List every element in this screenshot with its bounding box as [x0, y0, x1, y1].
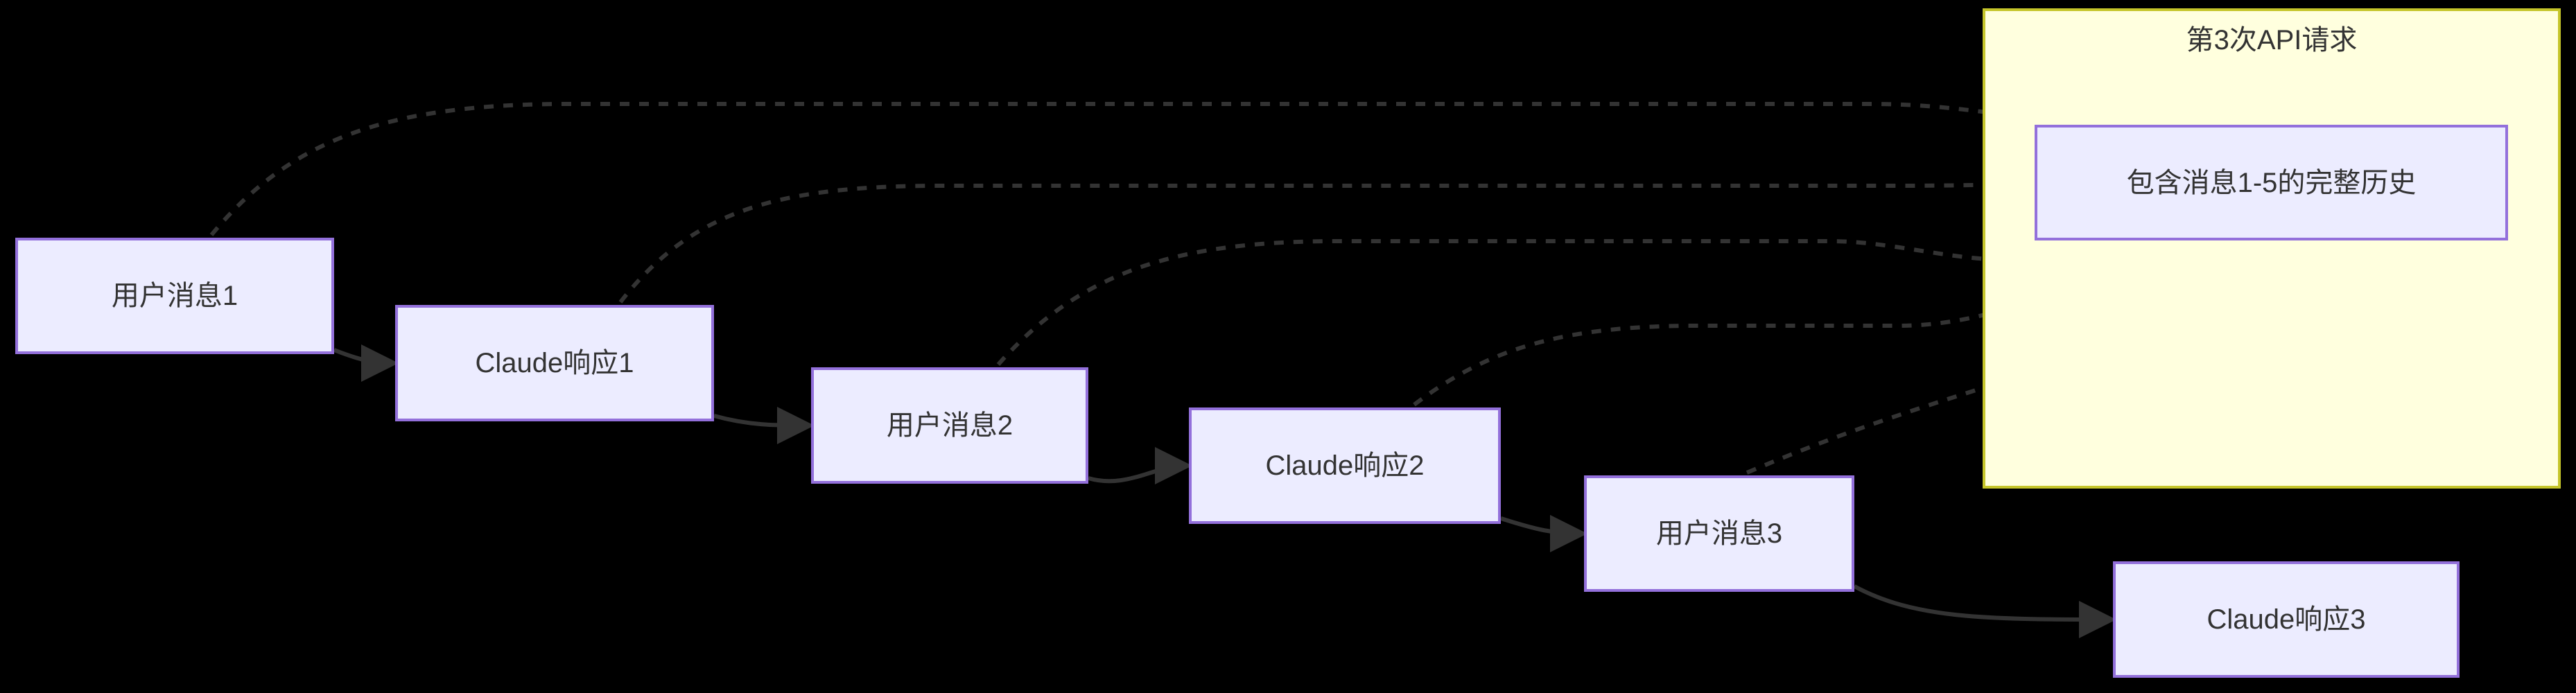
edge-user1-claude1	[333, 344, 399, 382]
node-label: 用户消息1	[111, 281, 238, 311]
node-user-message-3[interactable]: 用户消息3	[1584, 475, 1854, 592]
edge-claude2-user3	[1500, 514, 1587, 552]
node-label: 用户消息2	[886, 410, 1013, 441]
edge-claude1-user2	[713, 406, 815, 444]
node-label: 包含消息1-5的完整历史	[2126, 167, 2417, 198]
node-label: Claude响应1	[475, 348, 634, 378]
node-claude-response-1[interactable]: Claude响应1	[395, 305, 714, 421]
node-label: Claude响应3	[2207, 604, 2366, 635]
edge-user1-history	[209, 102, 2075, 236]
subgraph-api-request-3[interactable]: 第3次API请求	[1983, 8, 2561, 489]
node-user-message-1[interactable]: 用户消息1	[15, 238, 334, 354]
edge-user2-history	[996, 239, 2075, 366]
node-claude-response-3[interactable]: Claude响应3	[2113, 561, 2460, 678]
node-claude-response-2[interactable]: Claude响应2	[1189, 407, 1501, 524]
edge-user2-claude2	[1088, 447, 1192, 485]
subgraph-title: 第3次API请求	[2186, 25, 2358, 55]
node-user-message-2[interactable]: 用户消息2	[811, 367, 1088, 484]
solid-edge-group	[333, 344, 2116, 638]
node-label: 用户消息3	[1655, 518, 1783, 549]
edge-claude2-history	[1413, 245, 2163, 407]
edge-user3-claude3	[1853, 584, 2116, 638]
node-label: Claude响应2	[1265, 450, 1425, 481]
node-full-history[interactable]: 包含消息1-5的完整历史	[2035, 125, 2508, 240]
